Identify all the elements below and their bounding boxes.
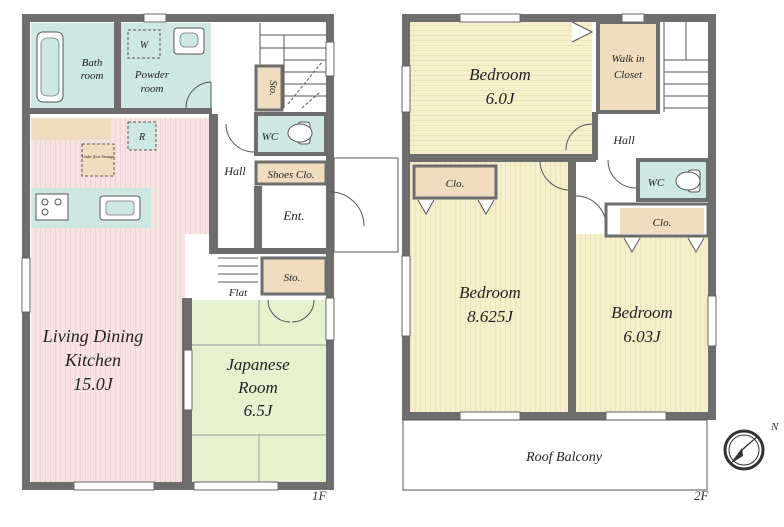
- flat-label: Flat: [228, 287, 248, 299]
- washer-space: [127, 29, 161, 59]
- bedroom-3-size: 6.03J: [623, 327, 662, 346]
- counter-top: [31, 118, 111, 140]
- floor-2: Bedroom 6.0J Walk in Closet Hall Clo. Be…: [401, 13, 717, 503]
- bedroom-1-size: 6.0J: [486, 89, 516, 108]
- closet-2-label: Clo.: [653, 217, 672, 229]
- porch: [333, 157, 399, 253]
- walk-in-closet-label-1: Walk in: [612, 53, 645, 65]
- entrance: [262, 186, 326, 248]
- japanese-room-label-2: Room: [237, 378, 278, 397]
- closet-2: [620, 208, 704, 234]
- closet-1-label: Clo.: [446, 178, 465, 190]
- bath-room-label-2: room: [81, 70, 104, 82]
- japanese-room-label-1: Japanese: [226, 355, 290, 374]
- floor1-tag: 1F: [312, 488, 328, 503]
- floor2-tag: 2F: [694, 488, 710, 503]
- underfloor-label: Under floor Storage: [82, 154, 115, 159]
- fridge-mark: R: [138, 132, 145, 143]
- storage-1f-label: Sto.: [284, 272, 301, 284]
- powder-room-label-1: Powder: [134, 69, 170, 81]
- japanese-room-size: 6.5J: [244, 401, 274, 420]
- compass-north-label: N: [770, 421, 779, 433]
- ldk-label-2: Kitchen: [64, 350, 121, 370]
- bath-room-label-1: Bath: [82, 57, 103, 69]
- roof-balcony-label: Roof Balcony: [525, 450, 603, 465]
- walk-in-closet: [596, 20, 660, 114]
- wc-label-2f: WC: [648, 177, 665, 189]
- ldk-window: [73, 481, 155, 491]
- powder-room-label-2: room: [141, 83, 164, 95]
- storage-1f: [260, 256, 328, 296]
- roof-balcony: [402, 419, 708, 491]
- shoes-closet-label: Shoes Clo.: [267, 169, 314, 181]
- hall-label-1f: Hall: [223, 164, 246, 178]
- shoes-closet: [254, 160, 328, 186]
- stair-storage-label: Sto.: [267, 80, 278, 95]
- bedroom-3-label: Bedroom: [611, 303, 673, 322]
- floor-1: Bath W Sto. WC: [21, 13, 399, 503]
- wc-label-1f: WC: [262, 131, 279, 143]
- walk-in-closet-label-2: Closet: [614, 69, 643, 81]
- living-dining-kitchen: [31, 234, 185, 482]
- closet-1: [412, 164, 498, 200]
- japanese-window: [193, 481, 279, 491]
- hall-label-2f: Hall: [612, 133, 635, 147]
- staircase-2f: [663, 22, 708, 112]
- wc-room-2f: [636, 158, 710, 202]
- ldk-label-1: Living Dining: [42, 326, 144, 346]
- entrance-label: Ent.: [282, 208, 304, 223]
- bedroom-1: [410, 22, 592, 154]
- bedroom-2-label: Bedroom: [459, 283, 521, 302]
- bedroom-3: [576, 234, 708, 412]
- underfloor-storage: [81, 143, 115, 177]
- washer-mark: W: [140, 40, 150, 51]
- bedroom-1-label: Bedroom: [469, 65, 531, 84]
- bedroom-2-size: 8.625J: [467, 307, 514, 326]
- compass-icon: N: [723, 421, 779, 471]
- stair-storage: [254, 64, 284, 112]
- stove-icon: [35, 193, 69, 221]
- ldk-size: 15.0J: [73, 374, 114, 394]
- fridge-space: [127, 121, 157, 151]
